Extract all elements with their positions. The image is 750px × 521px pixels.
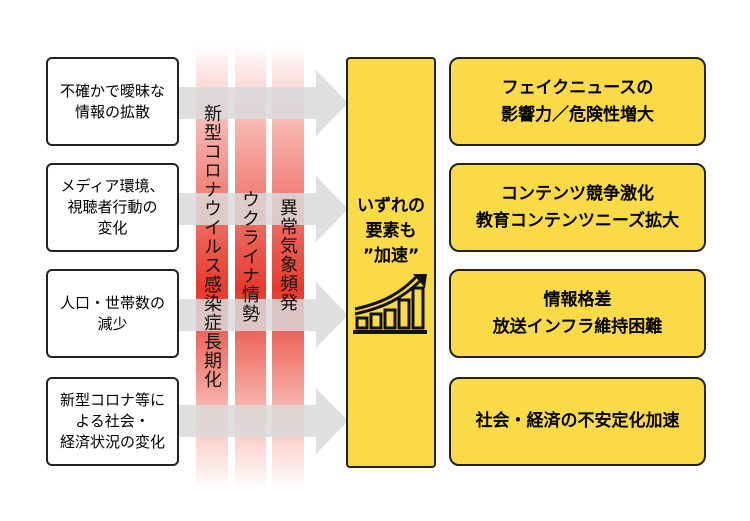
arrow-3 <box>178 282 348 348</box>
outcome-box: 社会・経済の不安定化加速 <box>449 377 706 466</box>
outcome-box: コンテンツ競争激化 教育コンテンツニーズ拡大 <box>449 163 706 252</box>
band-label-covid: 新型コロナウイルス感染症長期化 <box>201 104 222 389</box>
band-label-ukraine: ウクライナ情勢 <box>239 190 260 323</box>
growth-chart-icon <box>353 274 427 334</box>
band-label-weather: 異常気象頻発 <box>277 198 298 312</box>
outcome-box: フェイクニュースの 影響力／危険性増大 <box>449 57 706 146</box>
center-box: いずれの 要素も ”加速” <box>346 57 436 468</box>
center-text: いずれの 要素も ”加速” <box>357 196 425 266</box>
factor-box: 人口・世帯数の 減少 <box>46 269 179 358</box>
outcome-box: 情報格差 放送インフラ維持困難 <box>449 269 706 358</box>
factor-box: 新型コロナ等に よる社会・ 経済状況の変化 <box>46 377 179 466</box>
factor-box: メディア環境、 視聴者行動の 変化 <box>46 163 179 252</box>
arrow-1 <box>178 70 348 136</box>
arrow-4 <box>178 388 348 454</box>
arrow-2 <box>178 176 348 242</box>
factor-box: 不確かで曖昧な 情報の拡散 <box>46 57 179 146</box>
